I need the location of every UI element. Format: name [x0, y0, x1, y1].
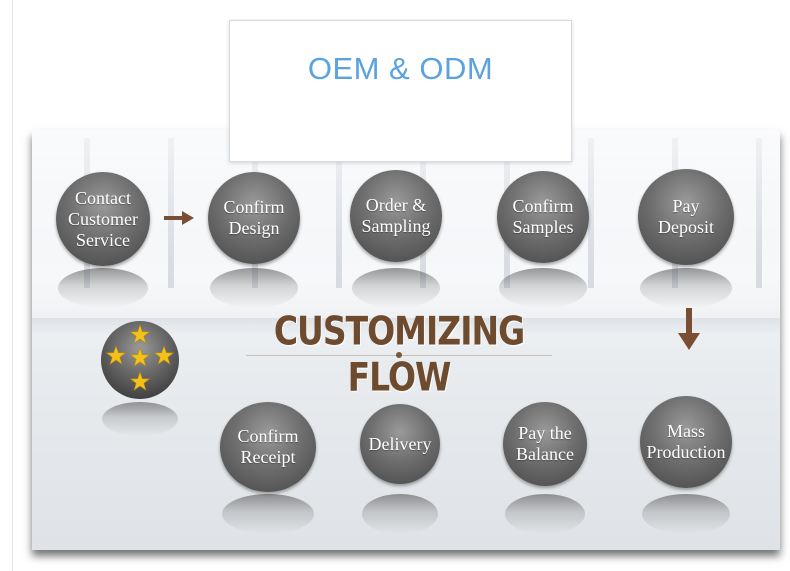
step-mass-production: Mass Production — [640, 396, 732, 488]
step-confirm-design: Confirm Design — [208, 172, 300, 264]
step-label: Confirm Design — [223, 197, 285, 238]
arrow-down-icon — [678, 308, 700, 350]
reflection — [352, 268, 440, 308]
reflection — [499, 268, 587, 308]
reflection — [210, 268, 298, 308]
step-label: Pay the Balance — [516, 423, 574, 464]
step-pay-deposit: Pay Deposit — [638, 169, 734, 265]
step-label: Order & Sampling — [361, 195, 431, 236]
step-label: Confirm Receipt — [237, 426, 299, 467]
step-label: Delivery — [368, 433, 432, 454]
floor-band — [32, 318, 780, 336]
step-label: Contact Customer Service — [68, 187, 138, 250]
step-order-sampling: Order & Sampling — [350, 170, 442, 262]
reflection — [102, 402, 178, 436]
reflection — [640, 268, 732, 308]
page-title: OEM & ODM — [307, 51, 494, 86]
flow-title-dot — [396, 352, 402, 358]
title-box: OEM & ODM — [229, 20, 572, 162]
step-contact-customer-service: Contact Customer Service — [56, 172, 150, 266]
step-delivery: Delivery — [360, 404, 440, 484]
step-label: Confirm Samples — [512, 196, 574, 237]
step-confirm-receipt: Confirm Receipt — [220, 402, 316, 492]
five-stars-icon — [101, 321, 179, 399]
reflection — [505, 494, 585, 534]
step-confirm-samples: Confirm Samples — [497, 171, 589, 263]
step-pay-the-balance: Pay the Balance — [503, 402, 587, 486]
arrow-right-icon — [164, 211, 194, 225]
left-border-line — [12, 0, 13, 571]
flow-title: CUSTOMIZING FLOW — [273, 308, 525, 401]
reflection — [58, 268, 148, 308]
reflection — [642, 494, 730, 534]
step-label: Mass Production — [646, 421, 726, 462]
reflection — [222, 494, 314, 534]
step-label: Pay Deposit — [658, 196, 714, 237]
reflection — [362, 494, 438, 534]
